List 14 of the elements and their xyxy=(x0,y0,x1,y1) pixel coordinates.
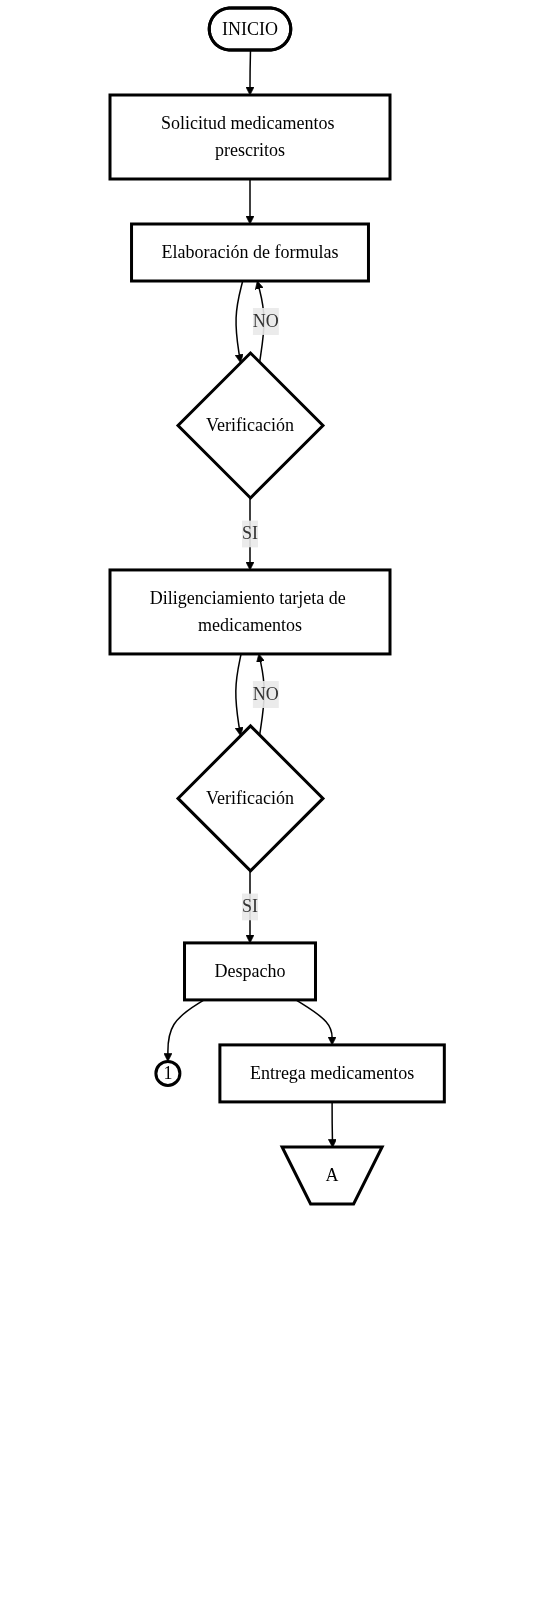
node-circle: 1 xyxy=(154,1059,182,1087)
node-box: Entrega medicamentos xyxy=(218,1043,446,1104)
node-diamond: Verificación xyxy=(175,723,325,874)
node-box: Solicitud medicamentos prescritos xyxy=(108,93,392,181)
edge-label: SI xyxy=(241,896,258,917)
node-box: Despacho xyxy=(182,941,317,1002)
arrow xyxy=(163,999,205,1062)
node-box: Diligenciamiento tarjeta de medicamentos xyxy=(108,568,392,656)
edge-label: SI xyxy=(241,523,258,544)
arrow xyxy=(234,653,244,736)
edge-label: NO xyxy=(252,310,279,331)
node-box: Elaboración de formulas xyxy=(129,222,370,283)
node-diamond: Verificación xyxy=(175,350,325,501)
edge-label: NO xyxy=(252,684,279,705)
